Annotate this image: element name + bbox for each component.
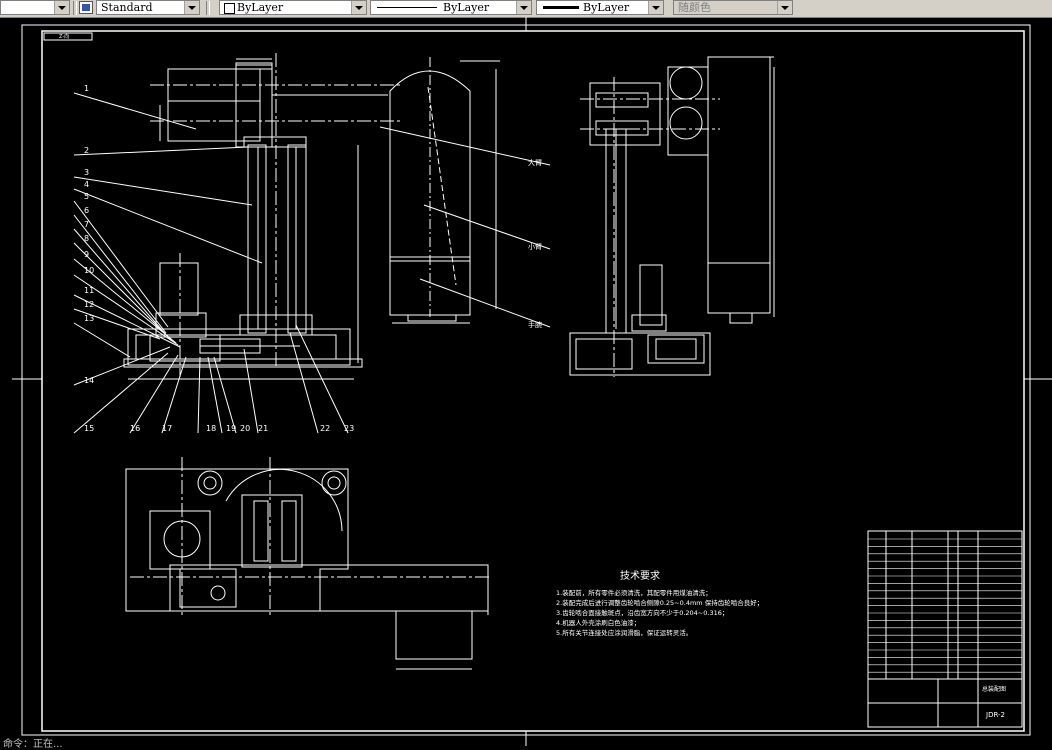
part-number-label: 8 bbox=[84, 234, 89, 243]
outer-border bbox=[21, 24, 1031, 736]
part-number-label: 2 bbox=[84, 146, 89, 155]
part-number-label: 3 bbox=[84, 168, 89, 177]
part-number-label: 16 bbox=[130, 424, 140, 433]
color-control-value: ByLayer bbox=[237, 1, 284, 14]
linetype-sample-icon bbox=[377, 7, 437, 8]
status-bar-text: 命令：正在... bbox=[3, 739, 63, 750]
part-number-label: 10 bbox=[84, 266, 94, 275]
title-block-name: 总装配图 bbox=[982, 685, 1006, 693]
text-style-icon[interactable] bbox=[79, 1, 93, 14]
side-view bbox=[569, 56, 771, 376]
linetype-control-value: ByLayer bbox=[443, 1, 490, 14]
title-block bbox=[867, 530, 1023, 728]
part-number-label: 4 bbox=[84, 180, 89, 189]
part-number-label: 17 bbox=[162, 424, 172, 433]
part-number-label: 22 bbox=[320, 424, 330, 433]
part-number-label: 15 bbox=[84, 424, 94, 433]
part-number-label: 18 bbox=[206, 424, 216, 433]
tech-requirement-item: 1.装配前，所有零件必须清洗，其配零件用煤油清洗； bbox=[556, 588, 712, 597]
part-number-label: 23 bbox=[344, 424, 354, 433]
part-number-label: 6 bbox=[84, 206, 89, 215]
chevron-down-icon[interactable] bbox=[54, 1, 69, 14]
part-number-label: 12 bbox=[84, 300, 94, 309]
chevron-down-icon[interactable] bbox=[351, 1, 366, 14]
tech-requirement-item: 2.装配完成后进行调整齿轮啮合侧隙0.25~0.4mm 保持齿轮啮合良好； bbox=[556, 598, 763, 607]
linetype-control-dropdown[interactable]: ByLayer bbox=[370, 0, 532, 15]
tech-requirements-title: 技术要求 bbox=[620, 569, 660, 582]
callout-big-arm: 大臂 bbox=[528, 158, 542, 167]
part-numbers-bottom: 15 16 17 18 19 20 21 22 23 bbox=[84, 424, 354, 433]
tech-requirement-item: 5.所有关节连接处应涂润滑脂，保证运转灵活。 bbox=[556, 628, 692, 637]
tech-requirements-list: 1.装配前，所有零件必须清洗，其配零件用煤油清洗；2.装配完成后进行调整齿轮啮合… bbox=[556, 588, 763, 637]
properties-toolbar: Standard ByLayer ByLayer ByLayer 随颜色 bbox=[0, 0, 1052, 18]
part-number-label: 20 bbox=[240, 424, 250, 433]
part-number-label: 14 bbox=[84, 376, 94, 385]
lineweight-control-value: ByLayer bbox=[583, 1, 630, 14]
part-number-label: 7 bbox=[84, 220, 89, 229]
view-label: Z-向 bbox=[59, 33, 69, 40]
chevron-down-icon[interactable] bbox=[184, 1, 199, 14]
part-number-label: 21 bbox=[258, 424, 268, 433]
color-swatch-icon bbox=[224, 3, 235, 14]
part-number-label: 1 bbox=[84, 84, 89, 93]
plot-style-dropdown[interactable]: 随颜色 bbox=[673, 0, 793, 15]
chevron-down-icon[interactable] bbox=[648, 1, 663, 14]
text-style-value: Standard bbox=[101, 1, 153, 14]
part-number-label: 9 bbox=[84, 250, 89, 259]
chevron-down-icon[interactable] bbox=[516, 1, 531, 14]
inner-frame bbox=[41, 30, 1025, 732]
part-number-label: 19 bbox=[226, 424, 236, 433]
text-style-dropdown[interactable]: Standard bbox=[96, 0, 200, 15]
title-block-code: JDR-2 bbox=[985, 711, 1005, 719]
tech-requirement-item: 4.机器人外壳涂刷白色油漆； bbox=[556, 618, 640, 627]
part-number-label: 13 bbox=[84, 314, 94, 323]
arm-profile-view bbox=[389, 57, 500, 322]
color-control-dropdown[interactable]: ByLayer bbox=[219, 0, 367, 15]
lineweight-sample-icon bbox=[543, 6, 579, 9]
title-block-rows bbox=[868, 538, 1022, 673]
tech-requirement-item: 3.齿轮啮合面接触斑点，沿齿宽方向不少于0.204~0.316； bbox=[556, 608, 728, 617]
leader-lines bbox=[73, 92, 551, 434]
part-number-label: 11 bbox=[84, 286, 94, 295]
toolbar-separator bbox=[73, 1, 77, 15]
chevron-down-icon[interactable] bbox=[777, 1, 792, 14]
callout-small-arm: 小臂 bbox=[528, 242, 542, 251]
toolbar-separator bbox=[206, 1, 210, 15]
lineweight-control-dropdown[interactable]: ByLayer bbox=[536, 0, 664, 15]
layer-dropdown[interactable] bbox=[0, 0, 70, 15]
top-view bbox=[125, 468, 489, 660]
part-number-label: 5 bbox=[84, 192, 89, 201]
plot-style-value: 随颜色 bbox=[678, 1, 711, 14]
callout-wrist: 手腕 bbox=[528, 320, 542, 329]
centerlines bbox=[130, 53, 720, 617]
view-label-box bbox=[43, 32, 93, 41]
